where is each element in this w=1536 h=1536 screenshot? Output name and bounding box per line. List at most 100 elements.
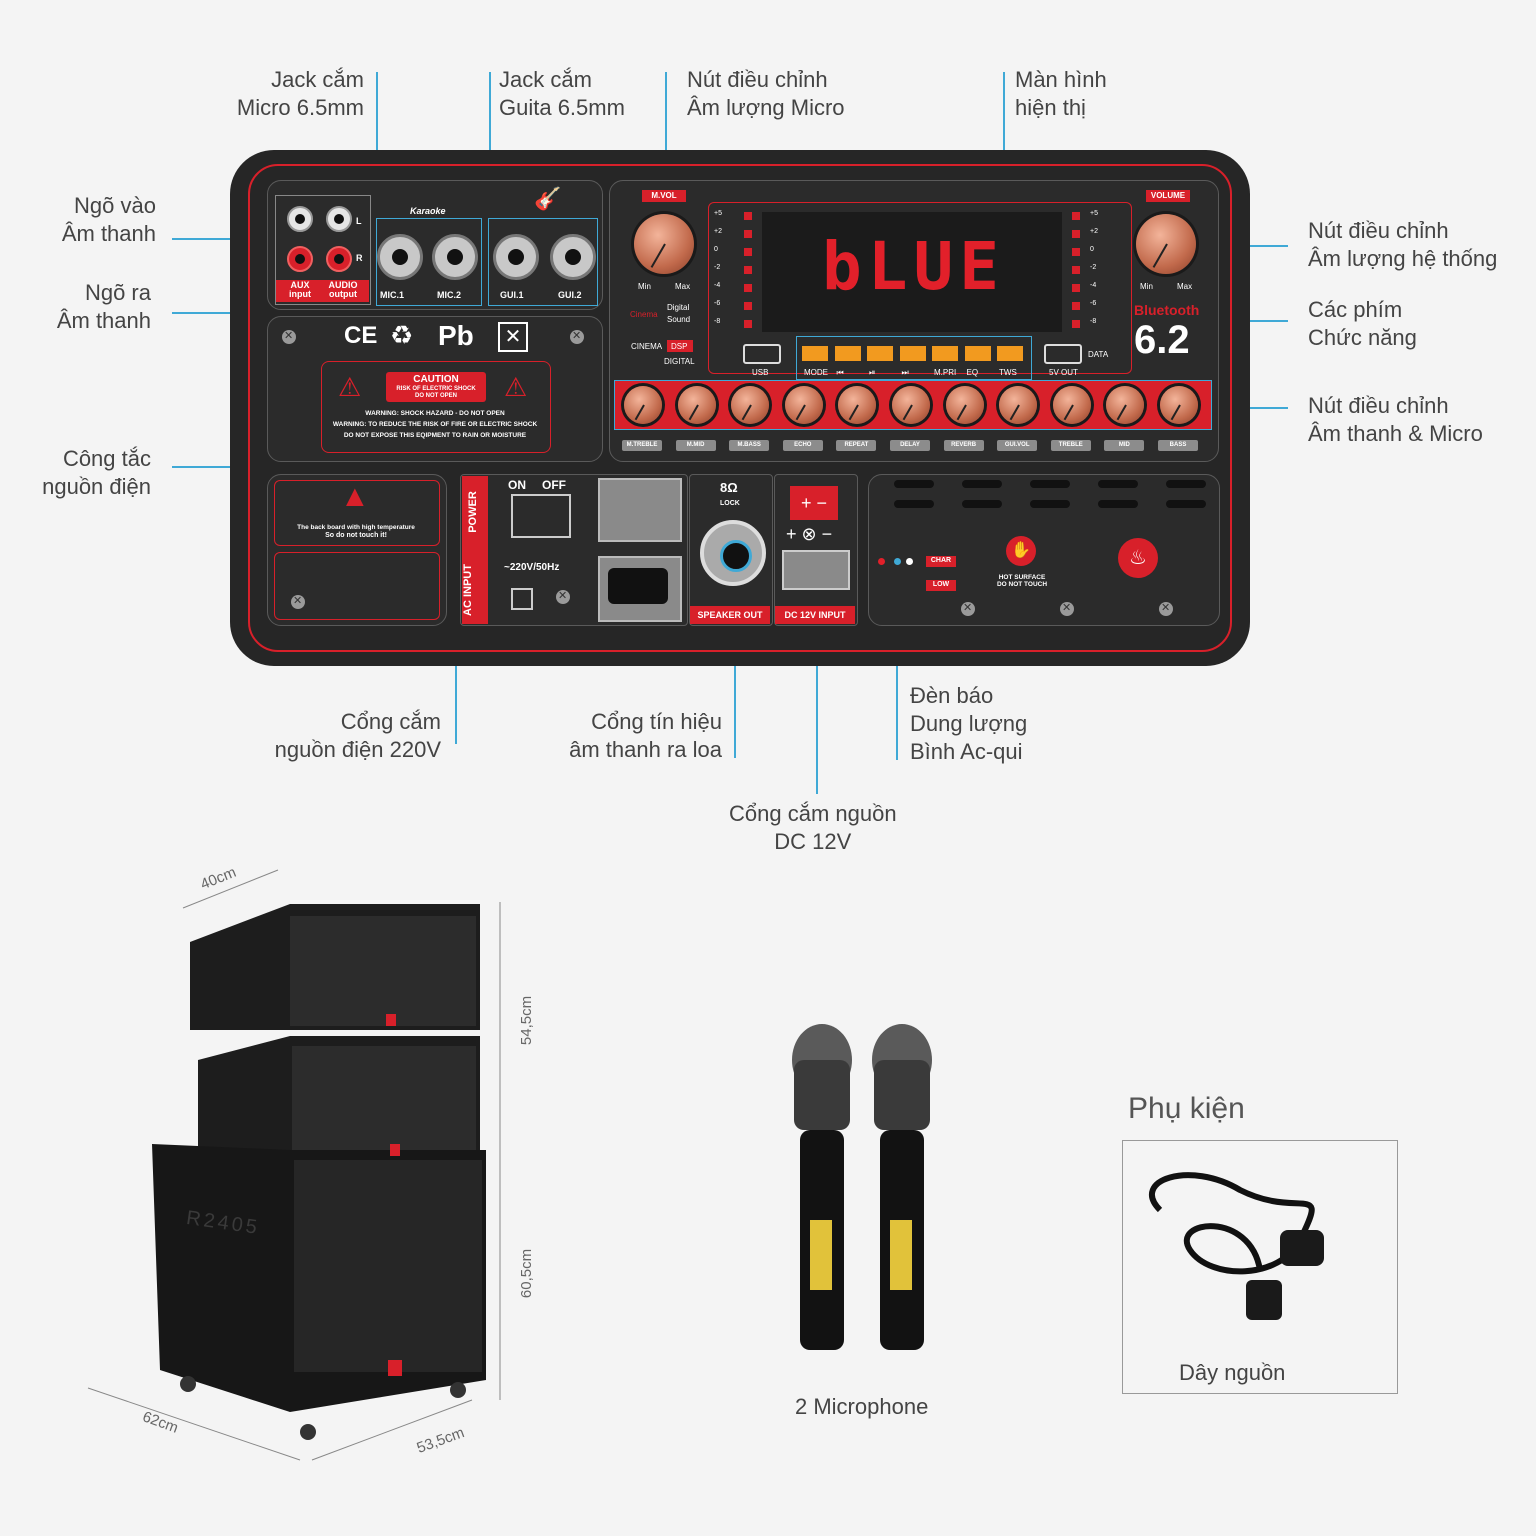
audio-output-left-jack[interactable] [326,206,352,232]
max-label: Max [1177,282,1193,291]
warning-triangle-icon: ⚠ [504,372,528,402]
meter-scale-label: +2 [714,228,722,235]
status-led [906,558,913,565]
knob-bass[interactable] [1160,386,1198,424]
meter-scale-label: -2 [1090,264,1097,271]
mvol-tag [642,190,686,202]
low-led [894,558,901,565]
vent-slot [1166,500,1206,508]
top-speaker-grille [290,916,476,1026]
knob-echo[interactable] [784,386,823,424]
function-key-label: ⏮ [836,368,844,377]
speaker-out-tag [690,606,770,624]
audio-output-label: AUDIO output [328,280,358,299]
system-volume-knob[interactable] [1136,214,1196,274]
usb-port-icon[interactable] [743,344,781,364]
function-key-0[interactable] [802,346,828,361]
vent-slot [1098,500,1138,508]
digital-label: DIGITAL [664,357,695,366]
back-control-panel: L R AUX input AUDIO output Karaoke MIC.1… [230,150,1250,666]
function-key-label: ⏭ [901,368,909,377]
ac-input-label: AC INPUT [461,564,474,616]
screw-icon [282,329,296,344]
meter-scale-label: -8 [1090,318,1097,325]
function-key-6[interactable] [997,346,1023,361]
aux-input-right-jack[interactable] [287,246,313,272]
speaker-out-label: SPEAKER OUT [697,610,763,620]
function-key-frame [796,336,1032,380]
knob-delay[interactable] [892,386,930,424]
knob-label: TREBLE [1050,440,1091,451]
knob-label: GUI.VOL [997,440,1038,451]
mic-1-jack[interactable] [377,234,423,280]
dimension-height-top: 54,5cm [518,995,536,1046]
knob-m-bass[interactable] [731,386,770,424]
meter-segment [744,212,752,220]
knob-reverb[interactable] [945,386,984,424]
impedance-label: 8Ω [720,480,738,495]
knob-m-mid[interactable] [677,386,716,424]
guitar-2-jack[interactable] [550,234,596,280]
aux-input-left-jack[interactable] [287,206,313,232]
dc-terminal-block[interactable] [782,550,850,590]
hot-surface-label: HOT SURFACE [998,574,1046,581]
heat-warning-frame [274,480,440,546]
screw-icon [556,589,570,604]
heat-hazard-icon: ♨ [1118,538,1158,578]
meter-scale-label: 0 [714,246,718,253]
guitar-2-label: GUI.2 [558,290,582,300]
function-key-3[interactable] [899,346,926,361]
microphones-illustration [792,1024,932,1350]
meter-segment [1072,212,1080,220]
digital-sound-label: Digital [667,303,690,312]
leader-line [376,72,378,220]
mic-volume-knob[interactable] [634,214,694,274]
vent-slot [962,500,1002,508]
usb-label: USB [752,368,769,377]
power-label: POWER [466,491,479,533]
knob-mid[interactable] [1106,386,1145,424]
meter-scale-label: +5 [1090,210,1098,217]
min-label: Min [1140,282,1153,291]
min-label: Min [638,282,651,291]
meter-segment [1072,266,1080,274]
battery-icon: + − [790,486,838,520]
display-readout: bLUE [822,228,1005,305]
microphone [872,1024,932,1350]
vent-slot [1030,480,1070,488]
warning-triangle-icon: ▲ [340,480,370,513]
function-key-1[interactable] [834,346,861,361]
guitar-1-jack[interactable] [493,234,539,280]
function-key-5[interactable] [964,346,991,361]
caster-wheel [450,1382,466,1398]
vent-slot [1098,480,1138,488]
low-label: LOW [932,581,950,588]
data-port-icon[interactable] [1044,344,1082,364]
iec-socket-icon [608,568,668,604]
microphone [792,1024,852,1350]
knob-gui-vol[interactable] [999,386,1038,424]
hot-board-warning: The back board with high temperature [297,524,415,531]
audio-output-right-jack[interactable] [326,246,352,272]
function-key-2[interactable] [867,346,893,361]
hot-surface-icon: ✋ [1006,536,1036,566]
dc-input-label: DC 12V INPUT [784,610,846,620]
knob-treble[interactable] [1052,386,1091,424]
knob-m-treble[interactable] [624,386,662,424]
knob-repeat[interactable] [838,386,877,424]
caution-subtitle: DO NOT OPEN [414,393,457,399]
bluetooth-label: Bluetooth [1134,302,1200,318]
channel-l-label: L [356,216,362,226]
function-key-4[interactable] [932,346,958,361]
mic-2-jack[interactable] [432,234,478,280]
leader-line [489,72,491,220]
power-rocker-switch[interactable] [598,478,682,542]
meter-segment [744,230,752,238]
function-key-label: TWS [999,368,1017,377]
knob-label: M.MID [675,440,716,451]
